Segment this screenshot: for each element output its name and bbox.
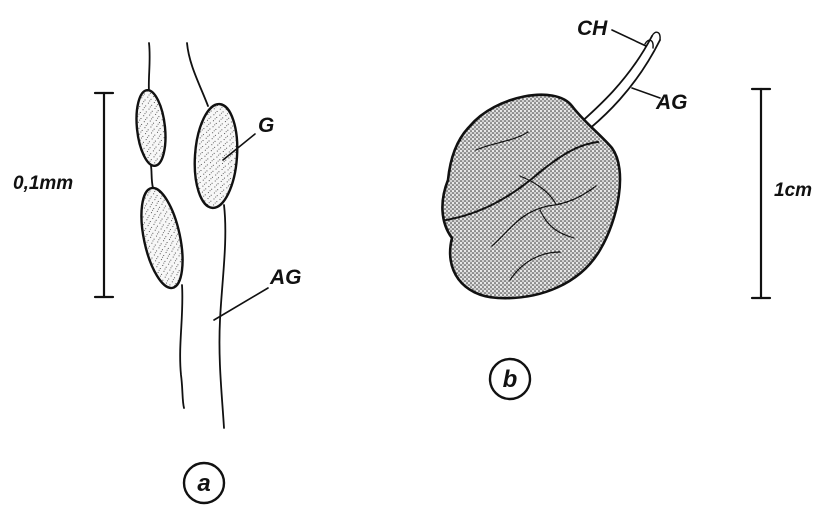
scale-label-b: 1cm xyxy=(774,180,812,201)
scale-bar-b xyxy=(752,89,770,298)
panel-b-letter: b xyxy=(503,366,518,393)
gland-cell-lower xyxy=(134,184,190,291)
scale-bar-a xyxy=(95,93,113,297)
label-g: G xyxy=(258,114,274,137)
panel-a: 0,1mm G AG a xyxy=(13,43,302,503)
leader-line-ch xyxy=(612,30,646,46)
gland-cell-right xyxy=(191,103,240,210)
nerve-fiber-right xyxy=(187,43,225,428)
label-ag-a: AG xyxy=(269,266,302,289)
label-ag-b: AG xyxy=(655,91,688,114)
panel-b: CH AG 1cm b xyxy=(442,17,812,399)
panel-a-letter: a xyxy=(197,470,210,497)
gland-cell-upper xyxy=(133,89,169,168)
scale-label-a: 0,1mm xyxy=(13,173,73,194)
label-ch: CH xyxy=(577,17,608,40)
